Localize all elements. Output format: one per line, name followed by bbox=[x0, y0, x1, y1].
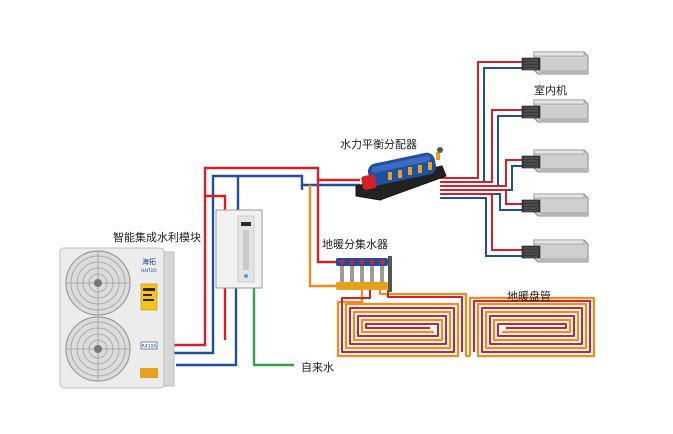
outdoor-brand: 海拓 bbox=[142, 257, 156, 266]
coil-link bbox=[378, 290, 470, 358]
outdoor-brand-sub: HAITUO bbox=[141, 268, 156, 273]
supply-pipe-main bbox=[164, 166, 360, 347]
integrated-module-label: 智能集成水利模块 bbox=[113, 231, 201, 244]
indoor-unit bbox=[521, 51, 589, 75]
iu-pipe-red-1 bbox=[440, 61, 522, 179]
iu-pipe-blue-2 bbox=[440, 115, 522, 187]
energy-label bbox=[140, 283, 158, 311]
outdoor-unit: 海拓 HAITUO R410A bbox=[59, 247, 175, 389]
iu-pipe-red-3 bbox=[440, 159, 522, 187]
integrated-module bbox=[215, 209, 263, 289]
coil-inner-left bbox=[341, 290, 455, 353]
supply-to-module bbox=[205, 194, 227, 210]
indoor-unit bbox=[521, 99, 589, 123]
refrigerant-badge: R410A bbox=[142, 344, 158, 350]
balance-distributor-label: 水力平衡分配器 bbox=[340, 138, 417, 151]
refrigerant-badge-bg bbox=[140, 341, 158, 350]
balance-distributor bbox=[355, 147, 447, 201]
outdoor-unit-side bbox=[163, 251, 175, 387]
fan-bottom bbox=[65, 316, 131, 382]
floor-coil-label: 地暖盘管 bbox=[507, 290, 551, 303]
iu-pipe-blue-4 bbox=[440, 193, 522, 211]
indoor-unit bbox=[521, 239, 589, 263]
return-to-floor bbox=[308, 185, 336, 288]
manifold-bar-bottom bbox=[336, 282, 388, 290]
supply-to-floor bbox=[316, 180, 336, 264]
iu-pipe-blue-1 bbox=[440, 67, 522, 183]
tap-water-pipe bbox=[252, 288, 294, 367]
indoor-unit bbox=[521, 149, 589, 173]
indoor-units bbox=[521, 51, 589, 263]
floor-coil-pipes bbox=[336, 290, 596, 358]
iu-pipe-red-2 bbox=[440, 109, 522, 183]
indoor-units-label: 室内机 bbox=[534, 84, 567, 97]
coil-link-inner bbox=[387, 290, 463, 352]
iu-pipe-red-4 bbox=[440, 189, 522, 205]
iu-pipe-blue-5 bbox=[440, 197, 522, 257]
return-from-module bbox=[176, 288, 238, 367]
floor-manifold bbox=[336, 256, 392, 292]
coil-inner-right bbox=[473, 300, 591, 353]
indoor-unit bbox=[521, 193, 589, 217]
tap-water-label: 自来水 bbox=[301, 361, 334, 374]
distributor-tank-red bbox=[361, 174, 377, 190]
fan-top bbox=[65, 250, 131, 316]
bottom-sticker bbox=[140, 368, 158, 378]
iu-pipe-red-5 bbox=[440, 193, 522, 251]
manifold-valves bbox=[339, 259, 385, 282]
coil-outer-left bbox=[336, 290, 460, 358]
coil-outer-right bbox=[468, 296, 596, 358]
indoor-unit-pipes bbox=[440, 61, 522, 257]
return-pipe-main bbox=[164, 174, 360, 355]
distributor-valves bbox=[388, 152, 440, 180]
main-pipes bbox=[164, 166, 360, 367]
floor-manifold-label: 地暖分集水器 bbox=[322, 238, 388, 251]
